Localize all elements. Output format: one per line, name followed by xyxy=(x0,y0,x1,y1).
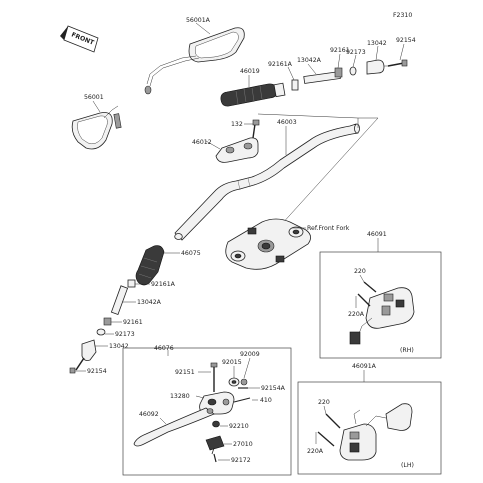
label-27010: 27010 xyxy=(233,441,253,448)
switch-27010 xyxy=(205,435,225,455)
end-cap-92161A-top xyxy=(291,79,299,91)
screw-220-lh xyxy=(325,413,341,429)
end-cap-92161A-low xyxy=(127,279,136,288)
figure-code: F2310 xyxy=(393,12,412,19)
bolt-92154-top xyxy=(387,59,408,67)
label-46091A: 46091A xyxy=(352,363,377,370)
nut-92210 xyxy=(212,420,220,428)
label-46003: 46003 xyxy=(277,119,297,126)
label-46076: 46076 xyxy=(154,345,174,352)
label-46019-top: 46019 xyxy=(240,68,260,75)
label-46091: 46091 xyxy=(367,231,387,238)
box-46091-rh-switch xyxy=(319,251,442,359)
label-13042A-low: 13042A xyxy=(137,299,162,306)
label-220A-lh: 220A xyxy=(307,448,324,455)
washer-92173-top xyxy=(349,66,357,76)
label-220-lh: 220 xyxy=(318,399,330,406)
mirror-right-56001A xyxy=(144,27,245,95)
ref-front-fork-label: Ref.Front Fork xyxy=(307,225,350,232)
label-46092: 46092 xyxy=(139,411,159,418)
collar-92161-low xyxy=(103,317,112,326)
grip-left-46075 xyxy=(135,245,165,286)
bar-end-weight-13042-low xyxy=(81,339,97,361)
rh-side-label: (RH) xyxy=(400,347,414,354)
label-92015: 92015 xyxy=(222,359,242,366)
label-92210: 92210 xyxy=(229,423,249,430)
label-13042A-top: 13042A xyxy=(297,57,322,64)
screw-92172 xyxy=(213,453,217,463)
bar-end-weight-13042-top xyxy=(366,59,389,75)
label-92154A: 92154A xyxy=(261,385,286,392)
label-56001: 56001 xyxy=(84,94,104,101)
screw-220A-rh xyxy=(357,293,371,307)
label-410: 410 xyxy=(260,397,272,404)
screw-220A-lh xyxy=(317,431,335,447)
switch-housing-rh xyxy=(349,287,415,345)
label-220-rh: 220 xyxy=(354,268,366,275)
label-92161A-low: 92161A xyxy=(151,281,176,288)
label-92154-top: 92154 xyxy=(396,37,416,44)
label-92151: 92151 xyxy=(175,369,195,376)
label-13280: 13280 xyxy=(170,393,190,400)
label-220A-rh: 220A xyxy=(348,311,365,318)
label-46075: 46075 xyxy=(181,250,201,257)
lh-side-label: (LH) xyxy=(401,462,414,469)
inner-weight-13042A-low xyxy=(110,285,129,316)
clutch-lever-46092 xyxy=(133,407,215,447)
box-46076-lever xyxy=(122,347,292,476)
label-13042-low: 13042 xyxy=(109,343,129,350)
label-132: 132 xyxy=(231,121,243,128)
handlebar-46003 xyxy=(174,123,360,241)
screw-220-rh xyxy=(363,281,377,293)
label-92154-low: 92154 xyxy=(87,368,107,375)
box-46091A-lh-switch xyxy=(297,381,442,475)
label-46012: 46012 xyxy=(192,139,212,146)
handlebar-holder-46012 xyxy=(215,137,259,163)
label-92009: 92009 xyxy=(240,351,260,358)
bolt-92151 xyxy=(210,362,218,392)
grip-right-46019 xyxy=(220,82,286,107)
bolt-92154-low xyxy=(69,357,85,374)
label-92173-top: 92173 xyxy=(346,49,366,56)
label-92172: 92172 xyxy=(231,457,251,464)
front-fork-upper-clamp xyxy=(225,218,311,270)
switch-housing-lh xyxy=(339,403,413,461)
label-56001A: 56001A xyxy=(186,17,211,24)
mirror-left-56001 xyxy=(71,105,122,150)
front-direction-arrow: FRONT xyxy=(60,25,99,53)
label-92173-low: 92173 xyxy=(115,331,135,338)
collar-92161-top xyxy=(334,67,343,78)
bolt-132 xyxy=(252,119,260,139)
label-92161-top: 92161 xyxy=(330,47,350,54)
label-92161-low: 92161 xyxy=(123,319,143,326)
label-92161A-top: 92161A xyxy=(268,61,293,68)
washer-92009 xyxy=(240,378,248,386)
label-13042-top: 13042 xyxy=(367,40,387,47)
washer-92173-low xyxy=(96,328,106,336)
collar-92015 xyxy=(228,377,240,387)
